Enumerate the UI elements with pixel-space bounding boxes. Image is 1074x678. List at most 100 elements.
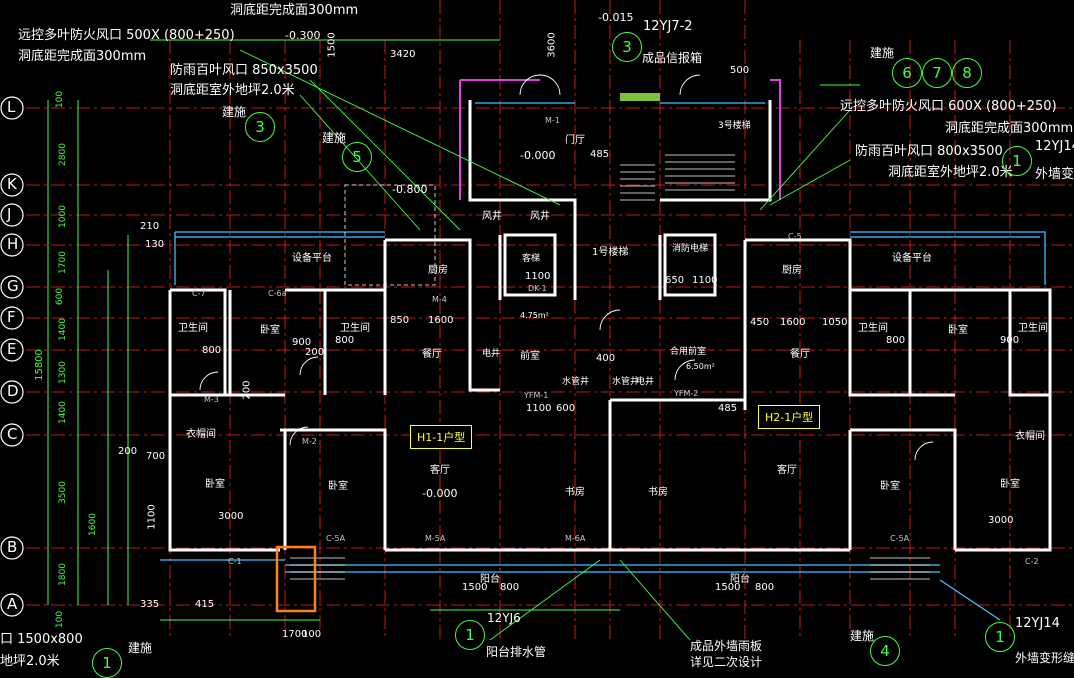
detail-callout-bubble: 4: [870, 636, 900, 666]
room-closet-left: 衣帽间: [186, 429, 216, 440]
room-kitchen-right: 厨房: [782, 265, 802, 276]
door-tag: M-6A: [565, 534, 586, 543]
dim-text: 100: [55, 610, 66, 629]
jianshi-label: 建施: [222, 105, 247, 119]
door-tag: YFM-1: [524, 391, 549, 400]
dim-text: 1600: [780, 317, 806, 328]
dim-text: 1050: [822, 317, 848, 328]
dim-text: 3000: [218, 511, 244, 522]
dim-text: 335: [140, 599, 160, 610]
dim-text: 800: [886, 335, 906, 346]
overall-dim-text: 15800: [33, 349, 45, 381]
dim-text: 3500: [57, 481, 68, 504]
horizontal-axis-lines: [26, 107, 1074, 606]
room-stair-3: 3号楼梯: [718, 121, 751, 131]
note-bottom-right-ref: 12YJ14: [1015, 616, 1060, 631]
dim-text: 485: [718, 403, 738, 414]
room-bath-right-2: 卫生间: [1018, 323, 1048, 334]
detail-callout-bubble: 3: [612, 32, 642, 62]
door-tag: M-1: [545, 116, 560, 125]
dim-text: 1700: [57, 251, 68, 274]
axis-label-e: E: [7, 340, 17, 358]
dim-text: 1100: [146, 504, 158, 530]
note-sill-left: 洞底距完成面300mm: [18, 49, 147, 64]
axis-bubble-b: [0, 536, 24, 560]
vertical-axis-lines: [169, 0, 1011, 640]
door-tag: YFM-2: [674, 389, 699, 398]
note-ref-right: 12YJ14: [1035, 139, 1074, 154]
area-right: 6.50m²: [686, 362, 715, 371]
note-bottom-left-2: 地坪2.0米: [0, 654, 60, 669]
axis-label-l: L: [7, 98, 16, 116]
room-living-left: 客厅: [430, 465, 450, 476]
axis-bubble-j: [0, 203, 24, 227]
note-louver-left: 防雨百叶风口 850x3500: [170, 63, 318, 78]
dim-text: 1100: [692, 275, 718, 286]
unit-tag-h1: H1-1户型: [410, 425, 473, 449]
door-tag: C-5A: [326, 534, 346, 543]
ref-12yj6: 12YJ6: [487, 611, 521, 625]
room-balcony-right: 阳台: [730, 574, 750, 585]
dim-text: 1600: [87, 513, 98, 536]
room-study-left: 书房: [565, 487, 585, 498]
dim-text: 100: [302, 629, 322, 640]
dim-text: 800: [755, 582, 775, 593]
room-water-right: 水管井: [612, 377, 640, 387]
dim-text: 130: [145, 239, 165, 250]
room-equip-left: 设备平台: [292, 253, 332, 264]
dim-text: 1400: [57, 401, 68, 424]
jianshi-label: 建施: [850, 629, 875, 643]
dim-text: 600: [55, 287, 66, 306]
room-dining-left: 餐厅: [422, 349, 442, 360]
dim-text: 2800: [57, 143, 68, 166]
room-bath-right: 卫生间: [858, 323, 888, 334]
note-damper-left: 远控多叶防火风口 500X (800+250): [18, 28, 235, 43]
room-closet-right: 衣帽间: [1015, 431, 1045, 442]
door-swings: [199, 74, 934, 461]
dim-text: 200: [305, 347, 325, 358]
dim-text: 1700: [282, 629, 308, 640]
note-bottom-left-1: 口 1500x800: [0, 632, 83, 647]
dim-text: 700: [146, 451, 166, 462]
dim-text: 3000: [988, 515, 1014, 526]
axis-label-b: B: [7, 538, 18, 556]
dim-text: 400: [596, 353, 616, 364]
dim-text: 200: [118, 446, 138, 457]
level-mark: -0.000: [422, 487, 458, 500]
dashed-outline: [344, 184, 436, 286]
dim-text: 900: [292, 337, 312, 348]
room-balcony-left: 阳台: [480, 574, 500, 585]
selection-box: [275, 545, 317, 613]
axis-bubble-g: [0, 275, 24, 299]
room-elec-left: 电井: [482, 349, 501, 359]
note-top: 洞底距完成面300mm: [230, 3, 359, 18]
axis-label-d: D: [7, 382, 19, 400]
room-shaft-mid: 风井: [530, 211, 550, 222]
jianshi-label: 建施: [870, 46, 895, 60]
level-mark: -0.000: [520, 149, 556, 162]
axis-label-h: H: [7, 235, 19, 253]
detail-callout-bubble: 1: [455, 620, 485, 650]
axis-bubble-c: [0, 423, 24, 447]
detail-callout-bubble: 1: [985, 622, 1015, 652]
dim-text: 850: [390, 315, 410, 326]
dim-text: 1100: [526, 403, 552, 414]
room-fire-elevator: 消防电梯: [672, 244, 709, 254]
room-bed-left-2: 卧室: [205, 479, 225, 490]
room-hall: 门厅: [565, 135, 585, 146]
room-shared-front: 合用前室: [670, 347, 707, 357]
room-bed-left-3: 卧室: [328, 481, 348, 492]
detail-callout-bubble: 5: [342, 142, 372, 172]
note-sill-right: 洞底距完成面300mm: [945, 121, 1074, 136]
door-tag: C-5: [788, 232, 802, 241]
dim-text: 1600: [428, 315, 454, 326]
dim-text: 1500: [326, 32, 338, 58]
dim-text: 900: [1000, 335, 1020, 346]
note-downspout: 成品外墙雨板: [690, 639, 763, 653]
axis-bubble-h: [0, 233, 24, 257]
door-tag: DK-1: [528, 284, 547, 293]
axis-bubble-k: [0, 173, 24, 197]
door-tag: C-2: [1025, 557, 1039, 566]
detail-callout-bubble: 7: [922, 58, 952, 88]
